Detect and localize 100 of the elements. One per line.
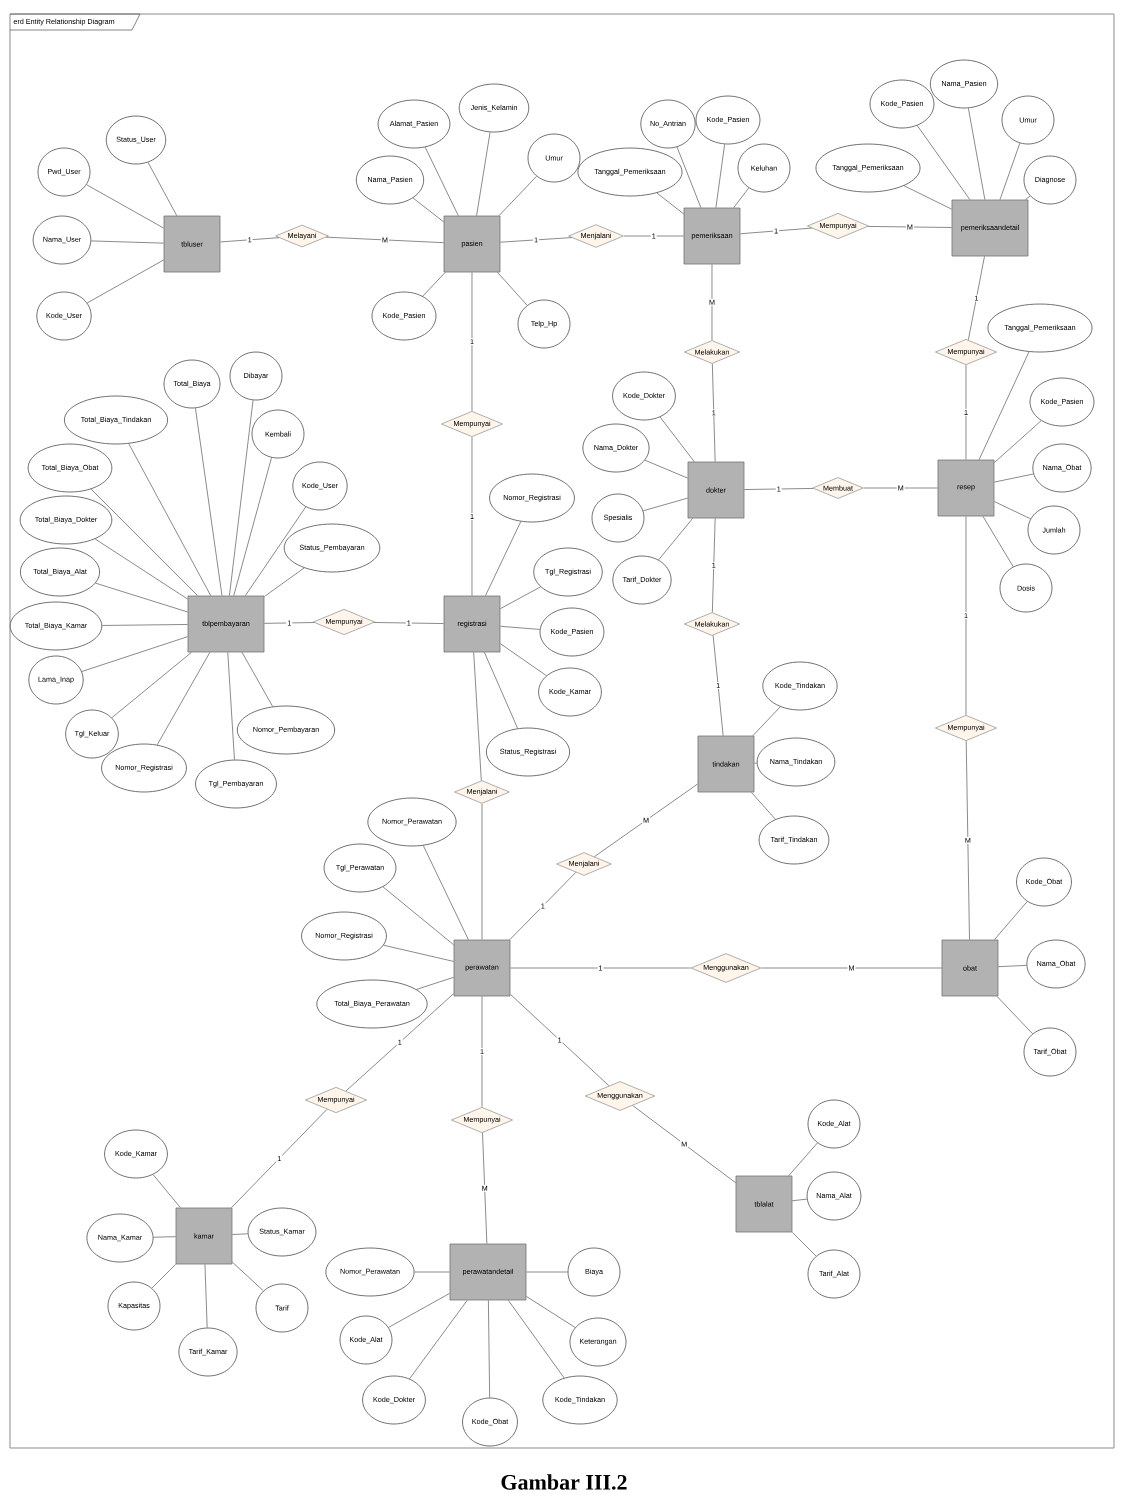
attribute-line [996, 996, 1033, 1035]
attribute-line [658, 518, 693, 561]
attribute-line [414, 1271, 450, 1273]
attribute-line [526, 1296, 576, 1328]
relationship-line [481, 996, 483, 1108]
relationship-line [471, 436, 473, 596]
attribute-line [484, 652, 518, 729]
attribute-line [227, 652, 235, 760]
attribute-line [968, 107, 986, 200]
attribute-line [526, 1271, 568, 1273]
attribute-line [500, 643, 547, 676]
attribute-line [156, 652, 211, 746]
attribute-line [676, 146, 702, 208]
relationship-line [623, 235, 684, 237]
attribute-line [508, 1300, 565, 1379]
relationship-line [965, 740, 970, 940]
attribute-line [498, 176, 537, 216]
relationship-line [740, 227, 813, 235]
attribute-line [86, 259, 164, 304]
attribute-line [994, 473, 1034, 483]
relationship-line [510, 967, 691, 969]
relationship-line [965, 516, 967, 716]
attribute-line [485, 521, 522, 596]
relationship-line [345, 993, 454, 1092]
attribute-line [994, 901, 1028, 940]
attribute-line [903, 185, 952, 210]
attribute-line [642, 497, 688, 512]
figure-caption: Gambar III.2 [501, 1474, 627, 1490]
attribute-line [233, 457, 272, 596]
relationship-line [264, 622, 315, 624]
attribute-line [751, 792, 776, 820]
attribute-line [90, 488, 198, 596]
attribute-line [994, 501, 1031, 520]
attribute-line [94, 538, 188, 600]
attribute-line [659, 416, 695, 462]
attribute-line [998, 965, 1027, 968]
attribute-line [153, 1236, 176, 1238]
attribute-line [111, 652, 192, 719]
relationship-line [712, 518, 716, 613]
attribute-line [86, 184, 164, 229]
relationship-line [481, 803, 483, 940]
relationship-line [712, 635, 724, 736]
attribute-line [978, 351, 1030, 460]
attribute-line [232, 1261, 264, 1292]
relationship-line [482, 1132, 488, 1244]
relationship-line [594, 783, 698, 857]
attribute-line [229, 399, 254, 596]
attribute-line [147, 162, 178, 216]
attribute-line [497, 272, 528, 306]
attribute-line [245, 506, 307, 596]
attribute-line [151, 1264, 176, 1289]
relationship-line [473, 652, 482, 781]
relationship-line [471, 272, 473, 412]
attribute-line [81, 636, 188, 672]
attribute-line [488, 1300, 491, 1398]
attribute-line [792, 1198, 808, 1202]
attribute-line [422, 845, 469, 940]
attribute-line [982, 516, 1014, 567]
relationship-line [867, 226, 952, 228]
relationship-line [632, 1105, 736, 1184]
attribute-line [792, 1232, 817, 1257]
relationship-line [761, 967, 942, 969]
attribute-line [994, 420, 1042, 463]
attribute-line [264, 567, 305, 597]
attribute-line [382, 886, 454, 946]
relationship-line [712, 363, 716, 462]
relationship-line [373, 622, 444, 624]
relationship-line [500, 237, 573, 243]
attribute-line [204, 1264, 208, 1328]
attribute-line [476, 131, 491, 216]
attribute-line [152, 1174, 181, 1208]
attribute-line [752, 706, 781, 736]
relationship-line [744, 488, 814, 490]
attribute-line [916, 125, 971, 200]
attribute-line [409, 1300, 468, 1380]
relationship-line [220, 237, 280, 243]
relationship-line [968, 256, 985, 341]
attribute-line [422, 272, 446, 297]
relationship-line [231, 1109, 328, 1208]
attribute-line [999, 142, 1021, 200]
attribute-line [424, 146, 459, 216]
relationship-line [711, 264, 713, 341]
attribute-line [383, 944, 454, 962]
attribute-line [412, 197, 444, 223]
attribute-line [101, 624, 188, 626]
relationship-line [965, 364, 967, 460]
relationship-line [863, 487, 938, 489]
attribute-line [500, 625, 541, 630]
attribute-line [715, 143, 725, 208]
attribute-line [90, 240, 164, 244]
relationship-line [510, 994, 610, 1087]
attribute-line [788, 1142, 818, 1176]
attribute-line [241, 652, 274, 707]
relationship-line [509, 872, 577, 940]
attribute-line [656, 192, 684, 215]
relationship-line [325, 236, 444, 244]
attribute-line [416, 976, 454, 990]
attribute-line [388, 1293, 450, 1328]
attribute-line [500, 586, 541, 609]
attribute-line [95, 582, 188, 613]
